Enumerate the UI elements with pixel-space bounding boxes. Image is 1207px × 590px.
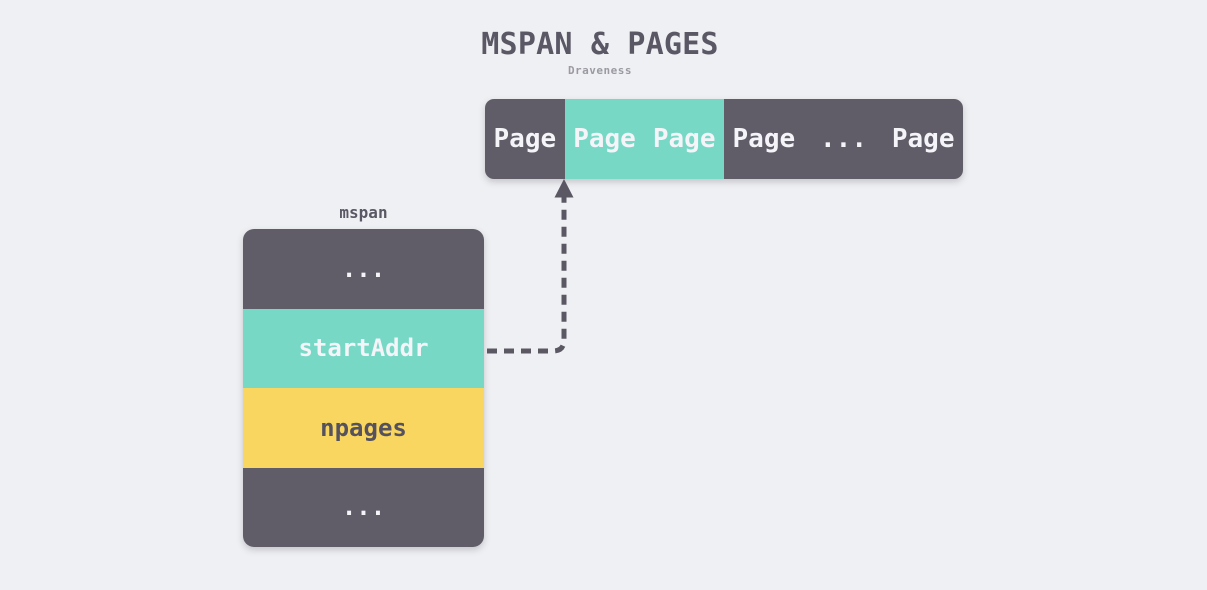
diagram-subtitle: Draveness [567, 64, 633, 77]
mspan-row-ellipsis-bottom: ... [243, 467, 484, 547]
mspan-row-ellipsis-top: ... [243, 229, 484, 309]
page-cell-highlighted: Page [644, 99, 725, 179]
mspan-row-startaddr: startAddr [243, 308, 484, 388]
mspan-row-npages: npages [243, 388, 484, 468]
page-cell: Page [493, 124, 557, 154]
page-cell: Page [891, 124, 955, 154]
mspan-struct: ... startAddr npages ... [243, 229, 484, 547]
diagram-title: MSPAN & PAGES [481, 27, 719, 62]
arrow-dashed-path [487, 194, 567, 354]
mspan-label: mspan [339, 203, 388, 222]
pages-bar: Page Page Page Page ... Page [485, 99, 963, 179]
arrow-head [554, 179, 574, 198]
page-cell-ellipsis: ... [820, 124, 867, 154]
page-cell: Page [732, 124, 796, 154]
page-cell-highlighted: Page [564, 99, 645, 179]
